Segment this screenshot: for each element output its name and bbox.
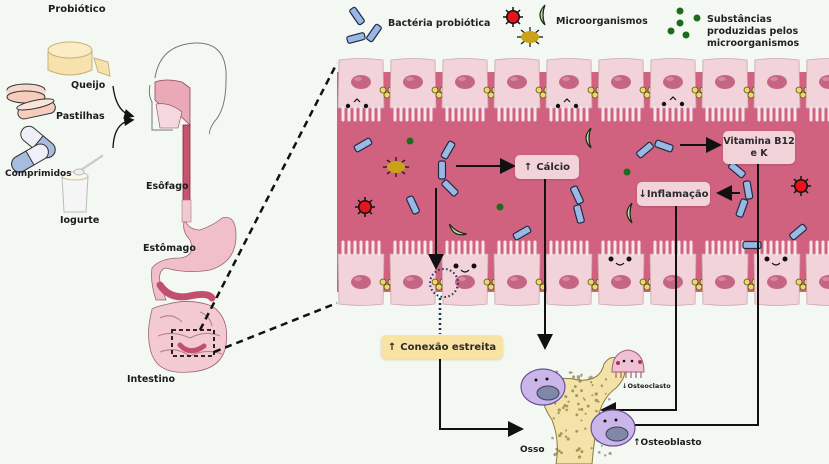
head-icon xyxy=(148,42,227,135)
yogurt-icon xyxy=(61,154,104,213)
osteoblast-label: ↑Osteoblasto xyxy=(633,438,702,448)
stomach-label: Estômago xyxy=(143,243,196,254)
legend-bacteria-label: Bactéria probiótica xyxy=(388,18,491,29)
substance-dots xyxy=(406,137,631,211)
source-label-capsules: Comprimidos xyxy=(5,169,72,179)
intake-arrows xyxy=(112,85,135,149)
up-arrow-icon: ↑ xyxy=(387,341,397,353)
calcium-box: ↑ Cálcio xyxy=(515,155,579,179)
vitamins-label: Vitamina B12 e K xyxy=(723,135,795,159)
legend-microorganism-icon xyxy=(502,4,546,48)
legend-substances-label: Substâncias produzidas pelos microorgani… xyxy=(707,14,800,49)
sources-title: Probiótico xyxy=(48,4,106,15)
legend-microorganisms-label: Microorganismos xyxy=(556,16,648,27)
intestine-label: Intestino xyxy=(127,374,176,385)
stomach xyxy=(151,217,237,301)
intestines xyxy=(148,301,228,373)
tight-junction-box: ↑ Conexão estreita xyxy=(381,335,503,359)
up-arrow-icon: ↑ xyxy=(633,438,641,448)
osteoclast-label: ↓Osteoclasto xyxy=(622,382,671,390)
source-label-yogurt: Iogurte xyxy=(60,215,100,226)
inflammation-label: Inflamação xyxy=(646,188,709,200)
down-arrow-icon: ↓ xyxy=(622,382,628,390)
pathogen-microbe xyxy=(790,175,812,197)
pathway-arrows xyxy=(428,137,759,437)
esophagus-label: Esôfago xyxy=(146,181,189,192)
legend-substance-icon xyxy=(667,7,701,39)
capsules-icon xyxy=(11,125,56,173)
bone-label: Osso xyxy=(520,445,545,455)
zoom-region xyxy=(171,329,215,357)
pathogen-microbe xyxy=(354,196,376,218)
calcium-label: Cálcio xyxy=(536,161,571,173)
lozenges-icon xyxy=(6,83,56,120)
source-label-lozenges: Pastilhas xyxy=(56,111,105,122)
vitamins-box: Vitamina B12 e K xyxy=(723,131,795,164)
osteoclast-cell xyxy=(611,349,645,378)
legend-bacteria-icon xyxy=(345,6,383,45)
osteoblast-cell xyxy=(520,368,566,406)
up-arrow-icon: ↑ xyxy=(523,161,533,173)
down-arrow-icon: ↓ xyxy=(638,188,647,200)
osteoblast-cell xyxy=(590,409,636,447)
cell-faces xyxy=(345,96,788,273)
inflammation-box: ↓ Inflamação xyxy=(637,182,710,206)
tight-junction-highlight xyxy=(429,268,459,298)
cheese-icon xyxy=(47,41,111,77)
source-label-cheese: Queijo xyxy=(71,80,106,91)
tight-junction-label: Conexão estreita xyxy=(400,341,497,353)
